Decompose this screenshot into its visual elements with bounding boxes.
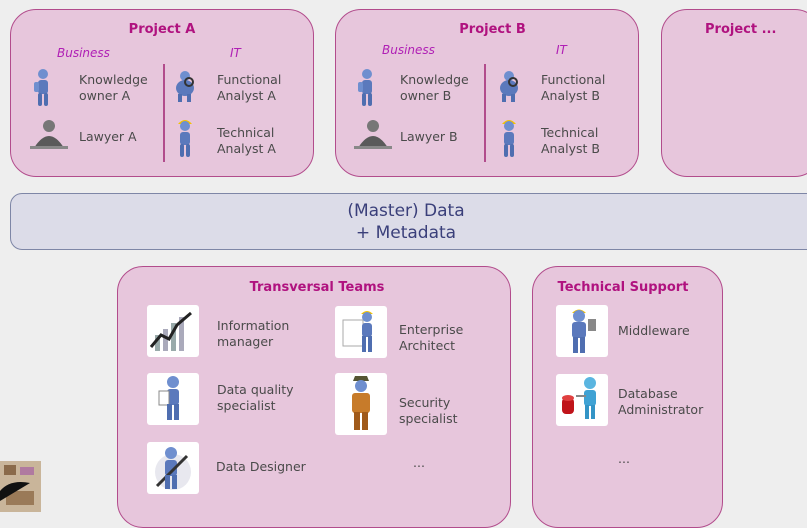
designer-icon — [155, 447, 191, 490]
technical-analyst-a-icon — [178, 120, 192, 157]
middleware-worker-icon — [572, 309, 596, 353]
transversal-more-label: ... — [413, 455, 425, 470]
technical-analyst-b-label: Technical Analyst B — [541, 125, 600, 156]
architect-icon — [342, 311, 373, 352]
lawyer-a-icon — [30, 120, 68, 149]
functional-analyst-b-label: Functional Analyst B — [541, 72, 606, 103]
technical-analyst-a-label: Technical Analyst A — [217, 125, 276, 156]
security-specialist-tile — [335, 373, 387, 435]
project-a-divider — [163, 64, 165, 162]
quality-inspector-icon — [158, 376, 179, 420]
lawyer-a-label: Lawyer A — [79, 129, 137, 144]
security-guard-icon — [352, 376, 370, 430]
project-b-business-label: Business — [382, 43, 435, 57]
knowledge-owner-a-icon — [34, 69, 48, 106]
knowledge-owner-b-icon — [358, 69, 372, 106]
project-a-title: Project A — [128, 22, 196, 37]
transversal-teams-title: Transversal Teams — [249, 280, 385, 295]
functional-analyst-a-icon — [176, 71, 194, 102]
lawyer-b-label: Lawyer B — [400, 129, 458, 144]
data-designer-label: Data Designer — [216, 459, 306, 474]
technical-analyst-b-icon — [502, 120, 516, 157]
database-administrator-tile — [556, 374, 608, 426]
project-more-title: Project ... — [705, 22, 777, 37]
data-designer-tile — [147, 442, 199, 494]
data-quality-specialist-label: Data quality specialist — [217, 382, 294, 413]
lawyer-b-icon — [354, 120, 392, 149]
data-quality-specialist-tile — [147, 373, 199, 425]
database-admin-icon — [562, 377, 596, 419]
corner-thumbnail-image — [0, 461, 41, 512]
knowledge-owner-b-label: Knowledge owner B — [400, 72, 469, 103]
functional-analyst-a-label: Functional Analyst A — [217, 72, 282, 103]
enterprise-architect-tile — [335, 306, 387, 358]
functional-analyst-b-icon — [500, 71, 518, 102]
security-specialist-label: Security specialist — [399, 395, 458, 426]
master-data-line1: (Master) Data — [347, 201, 465, 221]
project-b-it-label: IT — [556, 43, 567, 57]
middleware-tile — [556, 305, 608, 357]
middleware-label: Middleware — [618, 323, 690, 338]
project-b-title: Project B — [459, 22, 526, 37]
project-a-business-label: Business — [57, 46, 110, 60]
information-manager-label: Information manager — [217, 318, 290, 349]
database-administrator-label: Database Administrator — [618, 386, 704, 417]
enterprise-architect-label: Enterprise Architect — [399, 322, 464, 353]
project-more-box — [661, 9, 807, 177]
project-a-it-label: IT — [230, 46, 241, 60]
chart-icon — [149, 311, 192, 351]
knowledge-owner-a-label: Knowledge owner A — [79, 72, 148, 103]
support-more-label: ... — [618, 451, 630, 466]
technical-support-title: Technical Support — [557, 280, 689, 295]
information-manager-tile — [147, 305, 199, 357]
master-data-line2: + Metadata — [355, 223, 457, 243]
project-b-divider — [484, 64, 486, 162]
master-data-panel: (Master) Data + Metadata — [10, 193, 807, 250]
